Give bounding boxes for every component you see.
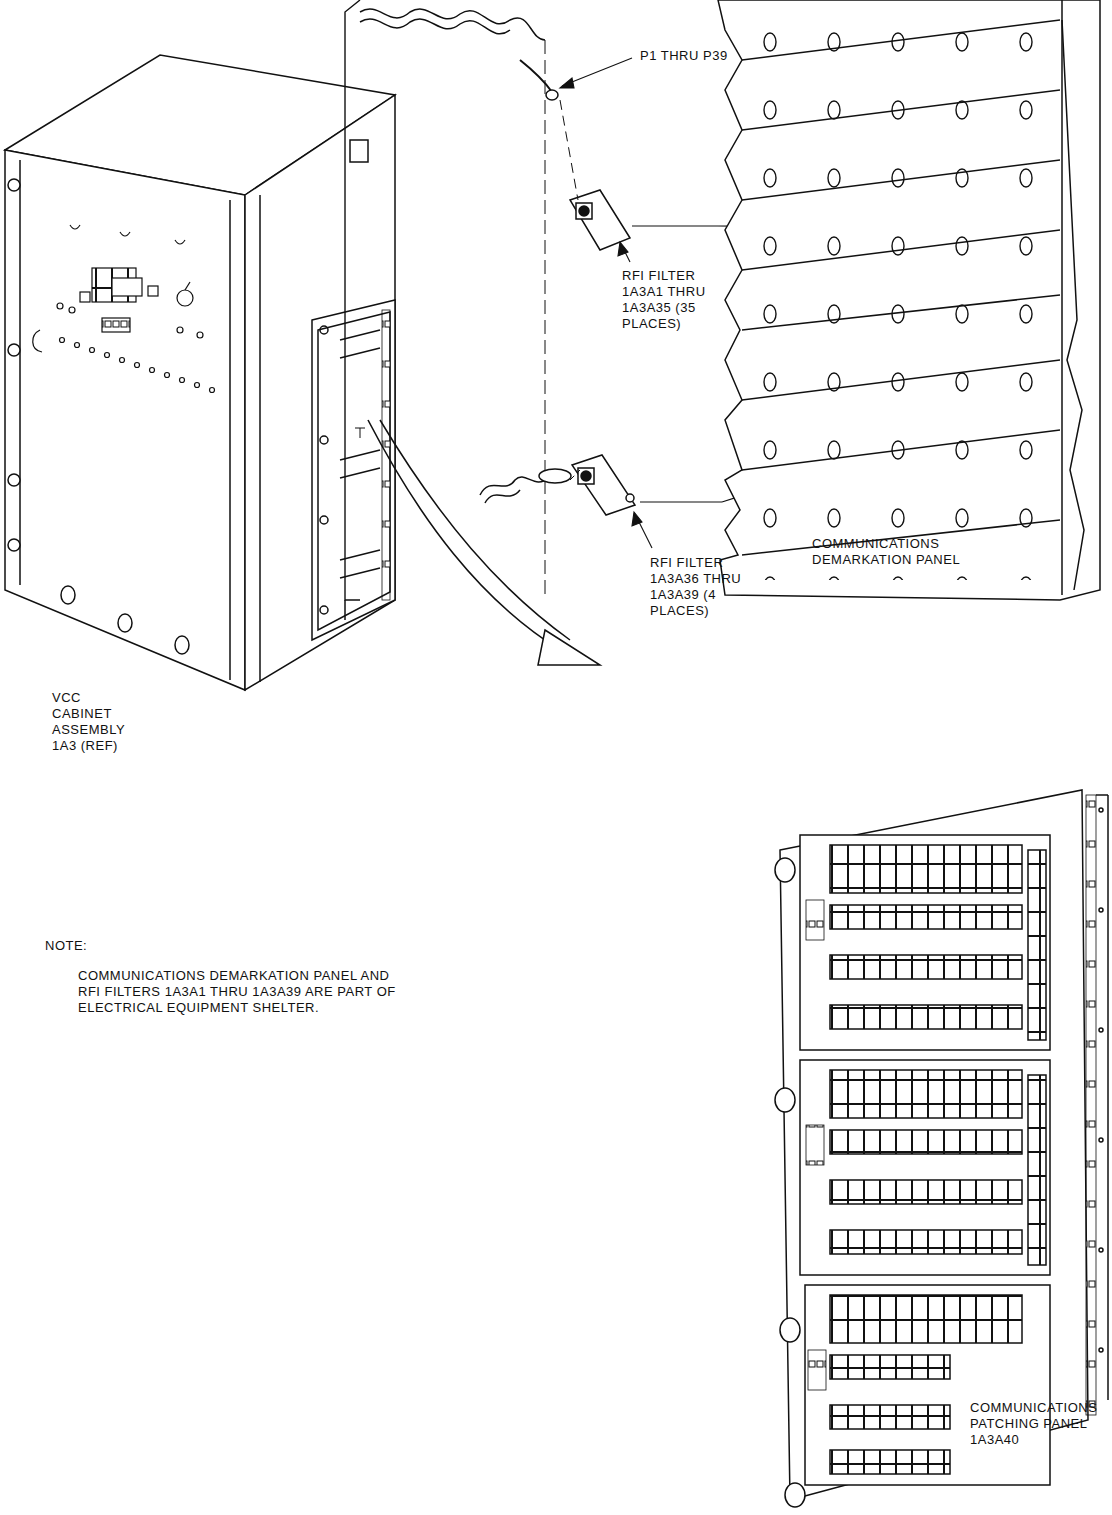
side-door (312, 140, 395, 640)
note-text: COMMUNICATIONS DEMARKATION PANEL AND RFI… (78, 968, 408, 1016)
demarkation-panel (718, 0, 1100, 600)
cabinet-drawing (5, 55, 600, 690)
part-label: VCC CABINET ASSEMBLY 1A3 (REF) (52, 690, 140, 754)
part-label: P1 THRU P39 (640, 48, 780, 64)
front-controls (33, 225, 215, 393)
cabinet-knob (8, 179, 189, 654)
patching-panel (775, 790, 1108, 1507)
part-label: COMMUNICATIONS DEMARKATION PANEL (812, 536, 962, 568)
part-label: RFI FILTER 1A3A36 THRU 1A3A39 (4 PLACES) (650, 555, 750, 619)
note-heading: NOTE: (45, 938, 125, 954)
cable-harness (345, 0, 571, 620)
part-label: COMMUNICATIONS PATCHING PANEL 1A3A40 (970, 1400, 1106, 1448)
part-label: RFI FILTER 1A3A1 THRU 1A3A35 (35 PLACES) (622, 268, 714, 332)
